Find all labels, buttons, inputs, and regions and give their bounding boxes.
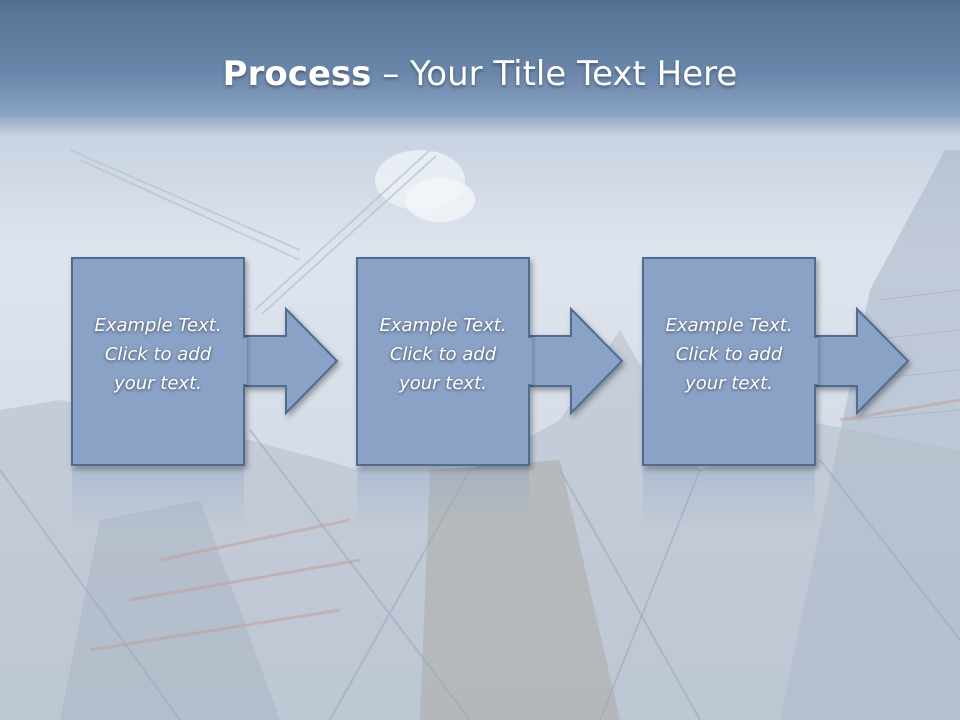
step-2-arrow[interactable] — [528, 306, 624, 416]
step-2-line-2: Click to add — [389, 344, 497, 365]
step-3-seam — [812, 338, 818, 384]
step-1-reflection — [72, 468, 244, 528]
title-bold: Process — [222, 54, 372, 94]
step-3-line-2: Click to add — [675, 344, 783, 365]
step-1-line-3: your text. — [114, 373, 202, 394]
step-3-line-3: your text. — [685, 373, 773, 394]
step-1-arrow[interactable] — [243, 306, 339, 416]
step-1-text[interactable]: Example Text. Click to add your text. — [72, 311, 244, 398]
step-2-box[interactable] — [356, 257, 530, 466]
step-3-line-1: Example Text. — [665, 315, 793, 336]
step-2-text[interactable]: Example Text. Click to add your text. — [357, 311, 529, 398]
step-3-box[interactable] — [642, 257, 816, 466]
step-2-line-3: your text. — [399, 373, 487, 394]
page-title[interactable]: Process – Your Title Text Here — [0, 50, 960, 98]
title-dash: – — [371, 54, 411, 94]
step-2-line-1: Example Text. — [379, 315, 507, 336]
step-3-arrow[interactable] — [814, 306, 910, 416]
step-1-seam — [241, 338, 247, 384]
step-1-line-2: Click to add — [104, 344, 212, 365]
step-2-reflection — [357, 468, 529, 528]
title-rest: Your Title Text Here — [410, 54, 738, 94]
step-3-reflection — [643, 468, 815, 528]
step-1-box[interactable] — [71, 257, 245, 466]
title-band — [0, 0, 960, 135]
step-2-seam — [526, 338, 532, 384]
step-3-text[interactable]: Example Text. Click to add your text. — [643, 311, 815, 398]
step-1-line-1: Example Text. — [94, 315, 222, 336]
